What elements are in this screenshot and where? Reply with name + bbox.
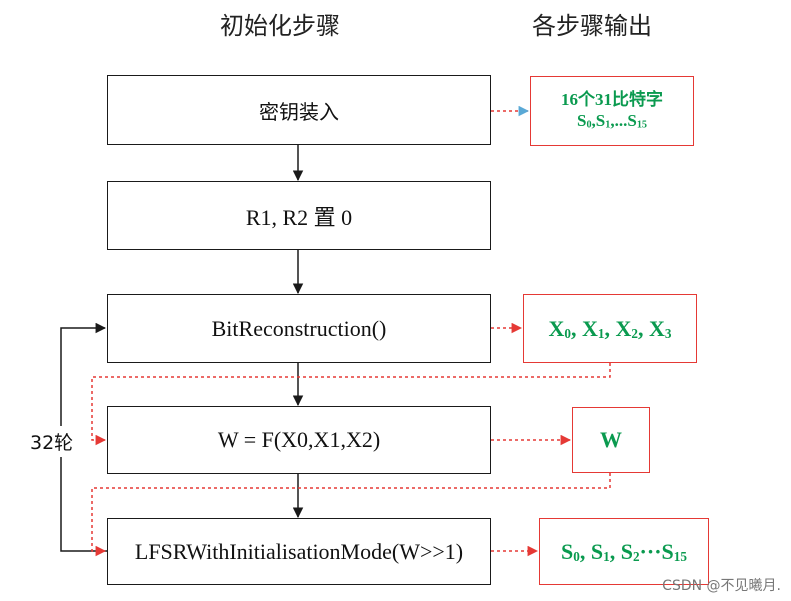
output-s-words: S0, S1, S2···S15 bbox=[561, 538, 687, 566]
sequence-subscript: 3 bbox=[664, 325, 672, 341]
sequence-symbol: S bbox=[620, 538, 633, 564]
sequence-separator: , bbox=[637, 315, 649, 341]
output-w: W bbox=[600, 427, 622, 453]
sequence-separator: ,... bbox=[610, 111, 628, 131]
sequence-symbol: X bbox=[615, 315, 632, 341]
sequence-subscript: 2 bbox=[632, 548, 640, 564]
sequence-symbol: S bbox=[561, 538, 574, 564]
sequence-symbol: S bbox=[576, 111, 587, 131]
sequence-separator: , bbox=[604, 315, 616, 341]
output-x-words: X0, X1, X2, X3 bbox=[549, 315, 672, 343]
watermark: CSDN @不见曦月. bbox=[662, 578, 781, 594]
step-reset-r1-r2: R1, R2 置 0 bbox=[107, 181, 491, 250]
sequence-subscript: 1 bbox=[603, 548, 610, 564]
feedback-w-to-lfsr bbox=[91, 473, 611, 557]
sequence-subscript: 15 bbox=[636, 120, 648, 131]
output-key-load: 16个31比特字 S0,S1,...S15 bbox=[530, 76, 694, 146]
output-key-load-line1: 16个31比特字 bbox=[561, 90, 663, 110]
sequence-separator: , bbox=[571, 315, 583, 341]
sequence-subscript: 0 bbox=[564, 325, 572, 341]
sequence-separator: , bbox=[609, 538, 621, 564]
sequence-subscript: 1 bbox=[597, 325, 605, 341]
sequence-subscript: 2 bbox=[631, 325, 638, 341]
step-key-load: 密钥装入 bbox=[107, 75, 491, 145]
sequence-symbol: S bbox=[590, 538, 604, 564]
sequence-subscript: 0 bbox=[573, 548, 580, 564]
output-key-load-line2: S0,S1,...S15 bbox=[577, 110, 647, 132]
sequence-symbol: X bbox=[548, 315, 565, 341]
output-f-function: W bbox=[572, 407, 650, 473]
loop-rounds-label: 32轮 bbox=[30, 426, 74, 457]
sequence-separator: ··· bbox=[639, 538, 662, 564]
sequence-subscript: 15 bbox=[673, 548, 687, 564]
sequence-separator: , bbox=[579, 538, 591, 564]
output-lfsr-init: S0, S1, S2···S15 bbox=[539, 518, 709, 585]
output-bit-reconstruction: X0, X1, X2, X3 bbox=[523, 294, 697, 363]
sequence-symbol: S bbox=[595, 111, 606, 131]
outputs-heading: 各步骤输出 bbox=[532, 12, 652, 40]
steps-heading: 初始化步骤 bbox=[220, 12, 340, 40]
sequence-symbol: S bbox=[627, 111, 637, 131]
sequence-symbol: X bbox=[582, 315, 598, 341]
step-f-function: W = F(X0,X1,X2) bbox=[107, 406, 491, 474]
sequence-separator: , bbox=[591, 111, 596, 131]
sequence-subscript: 1 bbox=[605, 120, 611, 131]
sequence-subscript: 0 bbox=[586, 120, 592, 131]
sequence-symbol: S bbox=[661, 538, 674, 564]
sequence-symbol: X bbox=[648, 315, 665, 341]
step-lfsr-init-mode: LFSRWithInitialisationMode(W>>1) bbox=[107, 518, 491, 585]
step-bit-reconstruction: BitReconstruction() bbox=[107, 294, 491, 363]
